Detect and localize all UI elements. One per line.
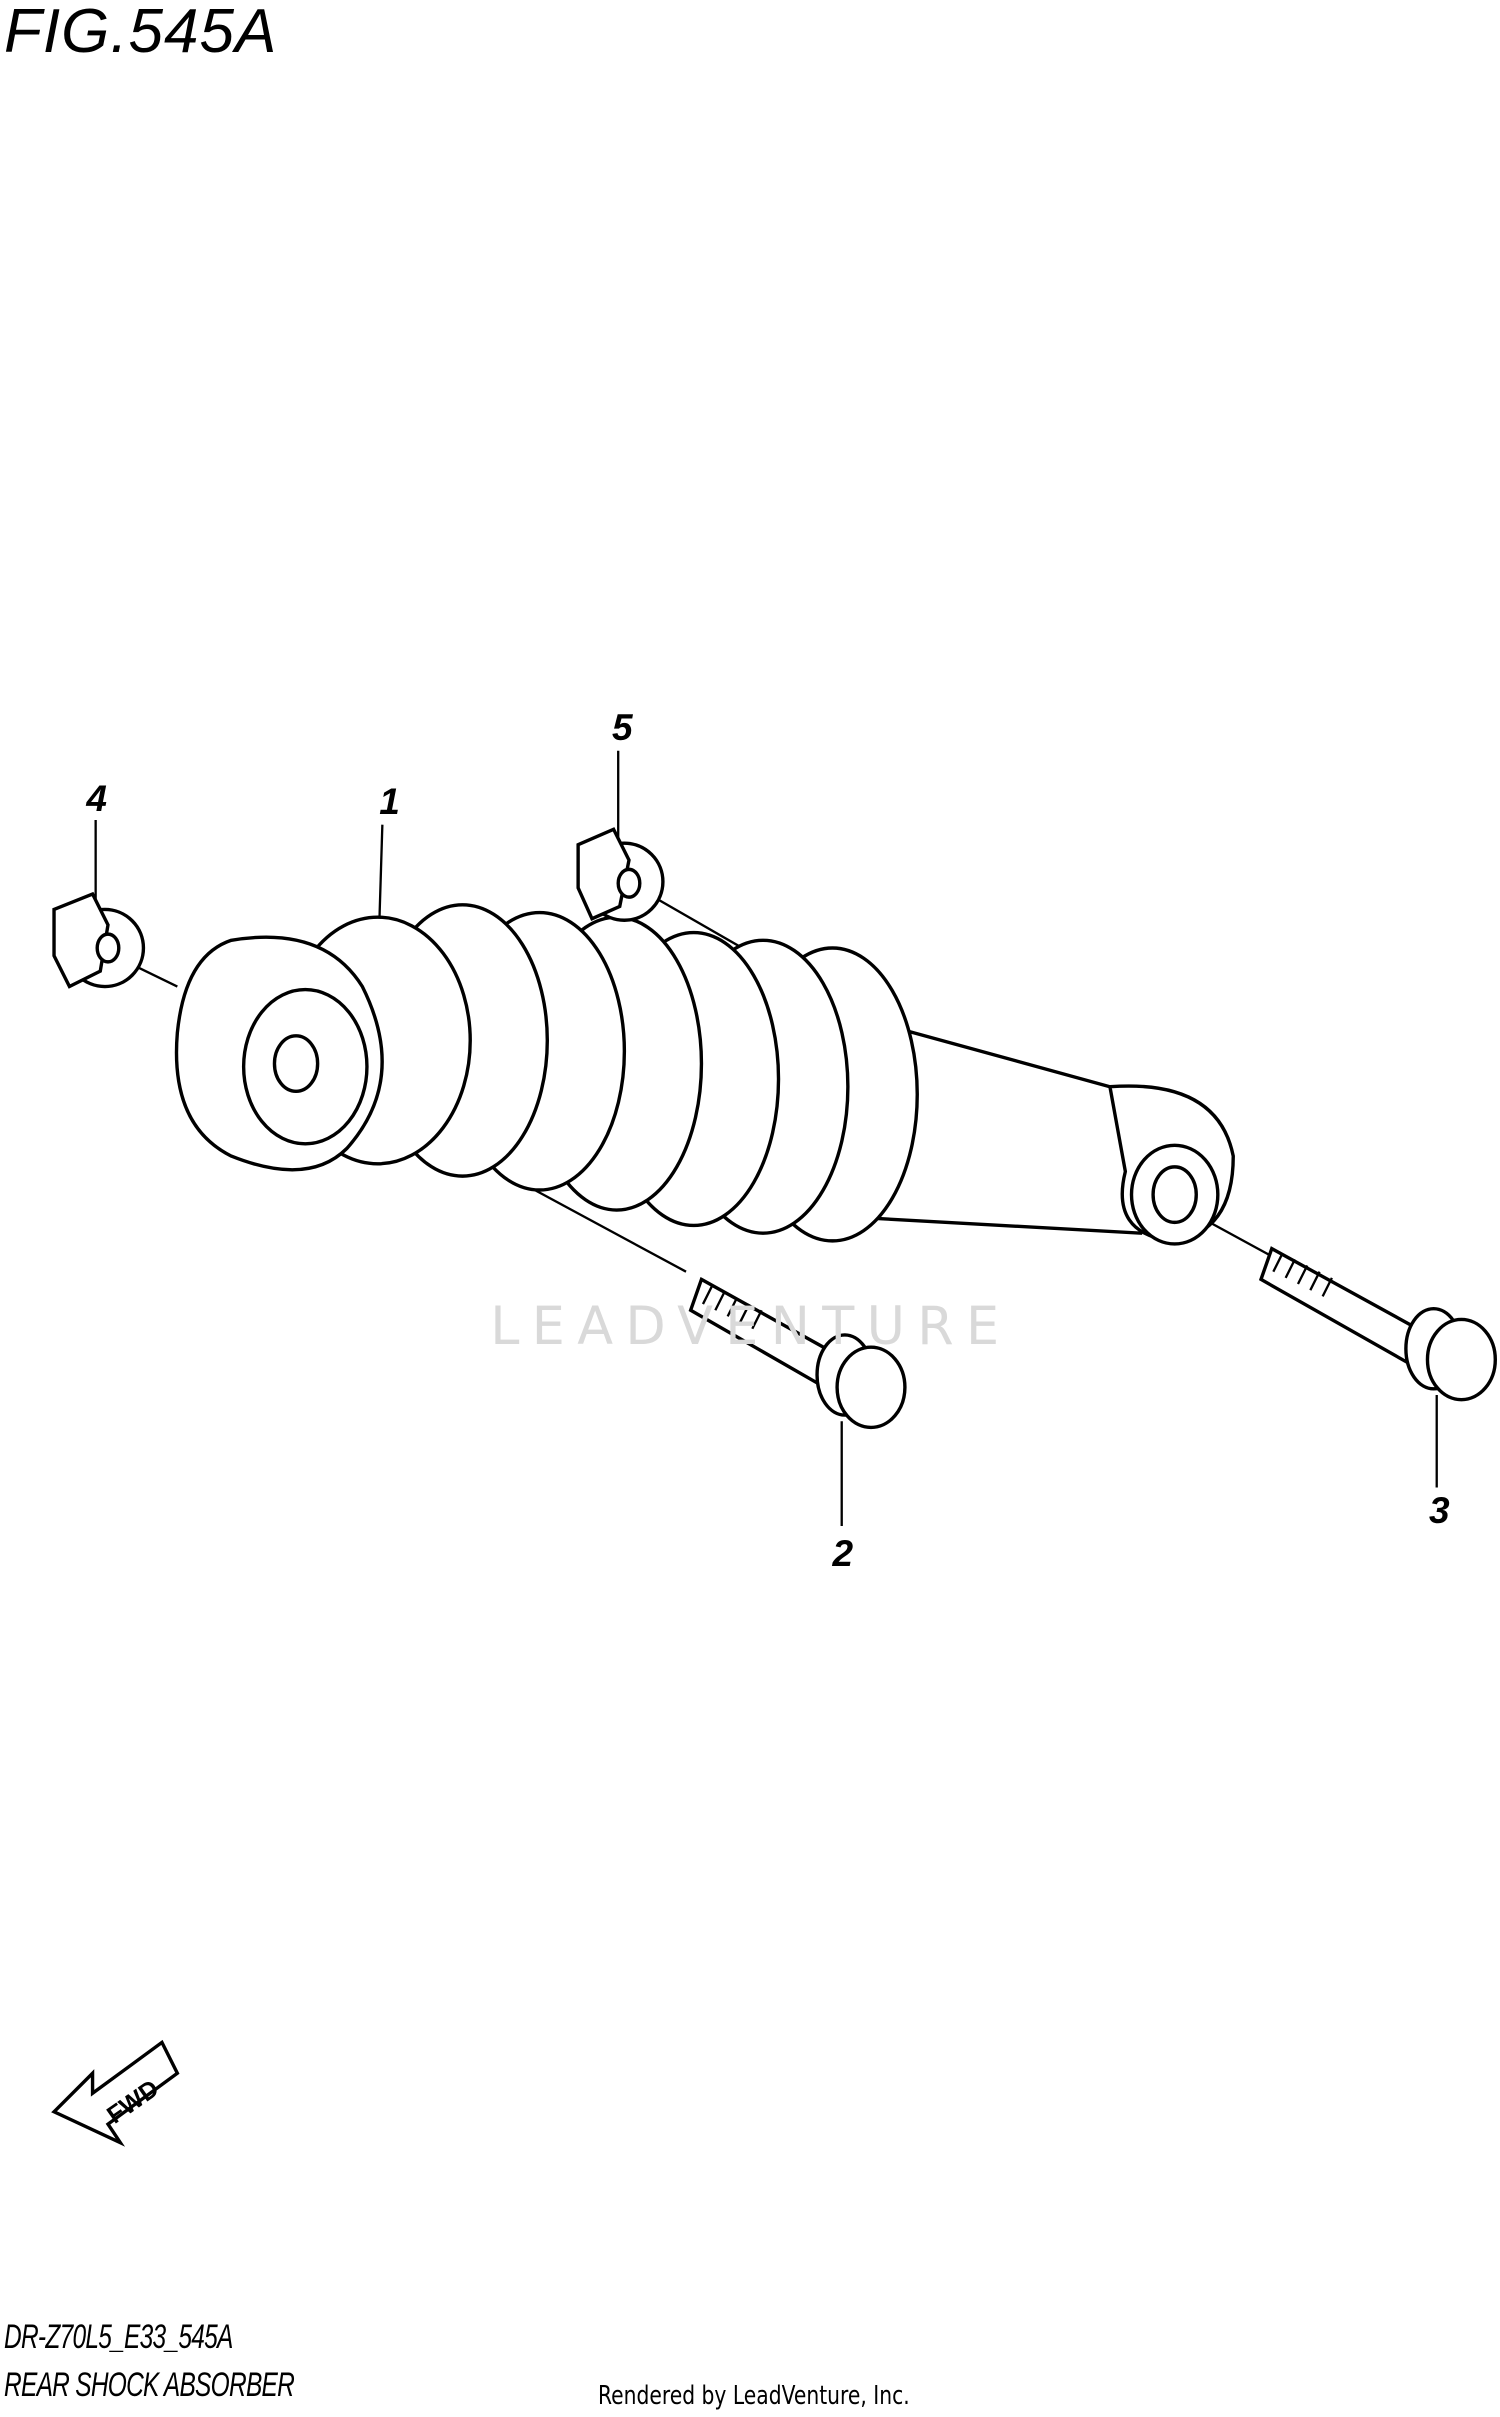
nut-5: [576, 827, 665, 922]
fwd-arrow-icon: FWD: [51, 2039, 180, 2147]
callout-3: 3: [1429, 1490, 1450, 1531]
shock-absorber: [174, 903, 1235, 1246]
callout-2: 2: [831, 1533, 853, 1574]
assembly-name: REAR SHOCK ABSORBER: [4, 2366, 295, 2404]
callout-1: 1: [379, 781, 400, 822]
bolt-2: [688, 1276, 907, 1430]
watermark: LEADVENTURE: [490, 1296, 1011, 1357]
credit-text: Rendered by LeadVenture, Inc.: [598, 2381, 910, 2411]
nut-4: [52, 891, 146, 989]
callout-5: 5: [612, 707, 633, 748]
callout-4: 4: [85, 778, 107, 819]
figure-title: FIG.545A: [4, 0, 278, 66]
model-code: DR-Z70L5_E33_545A: [4, 2318, 233, 2356]
bolt-3: [1258, 1246, 1497, 1402]
